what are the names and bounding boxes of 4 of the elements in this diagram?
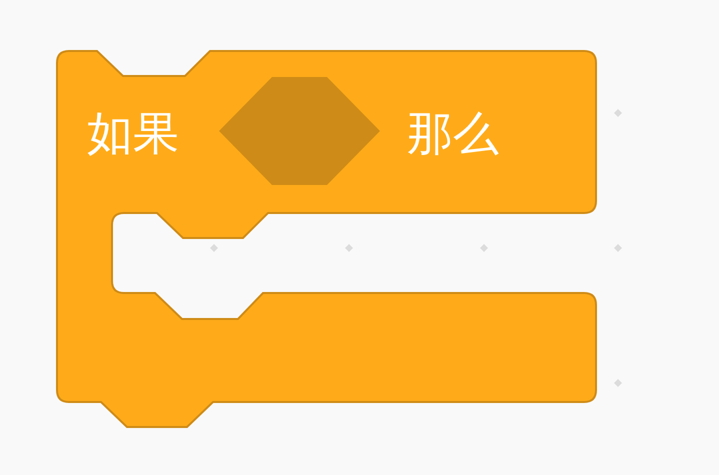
block-label: 那么: [407, 106, 499, 160]
if-block: [55, 49, 598, 430]
block-label: 如果: [87, 106, 179, 160]
condition-slot: [219, 77, 381, 186]
